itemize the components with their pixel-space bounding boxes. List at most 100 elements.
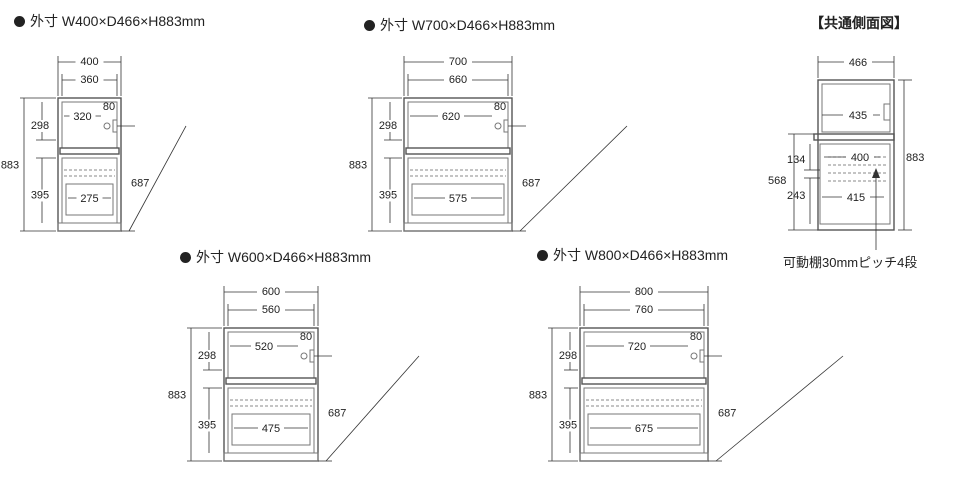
heading-w800: 外寸 W800×D466×H883mm: [537, 246, 728, 264]
label-upper-height: 298: [31, 120, 49, 132]
side-view-note: 可動棚30mmピッチ4段: [783, 255, 917, 270]
label-bg: [257, 304, 285, 316]
label-bg: [29, 189, 51, 202]
label-total-height: 883: [1, 160, 19, 172]
drawer-front: [231, 413, 311, 446]
side-handle: [883, 103, 891, 121]
label-upper-depth: 435: [849, 110, 867, 122]
label-lower-width: 575: [449, 193, 467, 205]
bullet-icon: [180, 252, 191, 263]
label-total-height: 883: [349, 160, 367, 172]
label-total-height: 883: [529, 390, 547, 402]
label-bg: [251, 341, 277, 353]
bullet-icon: [537, 250, 548, 261]
label-bg: [842, 190, 870, 203]
label-inner-width: 560: [262, 304, 280, 316]
label-bg: [846, 150, 874, 163]
label-upper-width: 620: [442, 111, 460, 123]
label-bg: [843, 108, 873, 121]
label-bg: [444, 74, 472, 86]
label-right-height: 687: [131, 178, 149, 190]
counter-rail: [581, 377, 707, 385]
label-bg: [196, 350, 218, 362]
label-upper-width: 320: [73, 111, 91, 123]
label-lower-depth: 415: [847, 192, 865, 204]
label-lower-height: 395: [379, 190, 397, 202]
label-shelf-top: 134: [787, 154, 805, 166]
label-side-gap: 80: [103, 101, 115, 113]
label-bg: [258, 423, 284, 435]
arrow-up-icon: [872, 168, 880, 178]
label-outer-width: 700: [449, 56, 467, 68]
label-right-height: 687: [718, 408, 736, 420]
label-upper-height: 298: [559, 350, 577, 362]
label-upper-height: 298: [379, 120, 397, 132]
bullet-icon: [364, 20, 375, 31]
hinge-icon: [103, 122, 111, 130]
hinge-icon: [300, 352, 308, 360]
dim-line-right-height: [128, 125, 187, 232]
label-bg: [844, 55, 872, 68]
label-bg: [444, 56, 472, 68]
heading-w700: 外寸 W700×D466×H883mm: [364, 16, 555, 34]
heading-w400: 外寸 W400×D466×H883mm: [14, 12, 205, 30]
label-depth: 466: [849, 57, 867, 69]
heading-text: 外寸 W800×D466×H883mm: [553, 247, 729, 263]
label-upper-width: 520: [255, 341, 273, 353]
label-bg: [557, 419, 579, 432]
label-outer-width: 400: [80, 56, 98, 68]
label-inner-width: 760: [635, 304, 653, 316]
heading-text: 外寸 W700×D466×H883mm: [380, 17, 556, 33]
heading-w600: 外寸 W600×D466×H883mm: [180, 248, 371, 266]
label-bg: [445, 193, 471, 205]
label-right-height: 687: [522, 178, 540, 190]
label-side-gap: 80: [494, 101, 506, 113]
counter-rail: [225, 377, 317, 385]
label-lower-width: 475: [262, 423, 280, 435]
drawer-front: [587, 413, 701, 446]
hinge-icon: [690, 352, 698, 360]
label-bg: [75, 56, 104, 68]
plinth: [579, 452, 709, 462]
label-total-height: 883: [168, 390, 186, 402]
label-bg: [557, 350, 579, 362]
side-body-outline: [817, 79, 895, 231]
counter-rail: [405, 147, 511, 155]
label-lower-height: 395: [31, 190, 49, 202]
label-lower-height: 395: [198, 420, 216, 432]
plinth: [223, 452, 319, 462]
label-lower-height: 395: [559, 420, 577, 432]
label-bg: [76, 193, 103, 205]
label-side-gap: 80: [300, 331, 312, 343]
label-bg: [630, 286, 658, 298]
label-bg: [438, 111, 464, 123]
heading-text: 外寸 W400×D466×H883mm: [30, 13, 206, 29]
label-bg: [631, 423, 657, 435]
label-bg: [257, 286, 285, 298]
label-inner-width: 360: [80, 74, 98, 86]
label-upper-width: 720: [628, 341, 646, 353]
label-bg: [624, 341, 650, 353]
label-outer-width: 600: [262, 286, 280, 298]
label-bg: [196, 419, 218, 432]
label-outer-width: 800: [635, 286, 653, 298]
label-bg: [377, 120, 399, 132]
label-right-height: 687: [328, 408, 346, 420]
label-inner-width: 660: [449, 74, 467, 86]
side-lower-compartment: [819, 143, 891, 225]
dim-line-right-height: [715, 355, 844, 462]
drawer-front: [65, 183, 114, 216]
label-bg: [630, 304, 658, 316]
label-side-gap: 80: [690, 331, 702, 343]
label-bg: [29, 120, 51, 132]
label-bg: [377, 189, 399, 202]
drawer-front: [411, 183, 505, 216]
side-view-title: 【共通側面図】: [810, 15, 908, 31]
counter-rail: [59, 147, 120, 155]
label-shelf-bottom: 243: [787, 190, 805, 202]
